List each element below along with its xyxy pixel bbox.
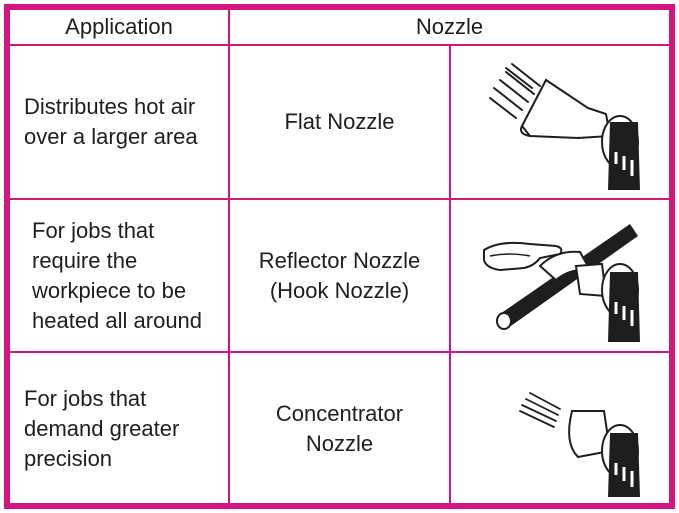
application-text: heated all around xyxy=(32,307,203,333)
nozzle-name: (Hook Nozzle) xyxy=(269,277,410,303)
table-row: For jobs that require the workpiece to b… xyxy=(10,198,669,353)
nozzle-name-cell: Flat Nozzle xyxy=(228,44,451,200)
table-frame: Application Nozzle Distributes hot air o… xyxy=(4,4,675,509)
application-text: For jobs that xyxy=(24,385,147,411)
nozzle-name: Flat Nozzle xyxy=(284,109,395,134)
table-row: For jobs that demand greater precision C… xyxy=(10,351,669,504)
application-text: precision xyxy=(24,445,113,471)
application-cell: For jobs that demand greater precision xyxy=(10,351,230,504)
nozzle-name: Reflector Nozzle xyxy=(258,247,421,273)
header-row: Application Nozzle xyxy=(10,10,669,46)
application-text: over a larger area xyxy=(24,124,198,149)
nozzle-table: Application Nozzle Distributes hot air o… xyxy=(10,10,669,504)
application-text: Distributes hot air xyxy=(24,94,196,119)
application-cell: Distributes hot air over a larger area xyxy=(10,44,230,200)
table-row: Distributes hot air over a larger area F… xyxy=(10,44,669,200)
nozzle-name-cell: Concentrator Nozzle xyxy=(228,351,451,504)
concentrator-nozzle-illustration-icon xyxy=(519,391,640,497)
application-text: demand greater xyxy=(24,415,180,441)
nozzle-name-cell: Reflector Nozzle (Hook Nozzle) xyxy=(228,198,451,353)
application-text: workpiece to be xyxy=(32,277,187,303)
nozzle-image-cell xyxy=(449,44,669,200)
header-application: Application xyxy=(10,10,230,46)
nozzle-name: Concentrator xyxy=(275,400,404,426)
nozzle-name: Nozzle xyxy=(305,430,374,456)
flat-nozzle-illustration-icon xyxy=(489,63,640,190)
reflector-nozzle-illustration-icon xyxy=(483,223,640,342)
nozzle-image-cell xyxy=(449,198,669,353)
nozzle-image-cell xyxy=(449,351,669,504)
application-cell: For jobs that require the workpiece to b… xyxy=(10,198,230,353)
header-nozzle: Nozzle xyxy=(228,10,669,46)
application-text: require the xyxy=(32,247,138,273)
application-text: For jobs that xyxy=(32,217,155,243)
